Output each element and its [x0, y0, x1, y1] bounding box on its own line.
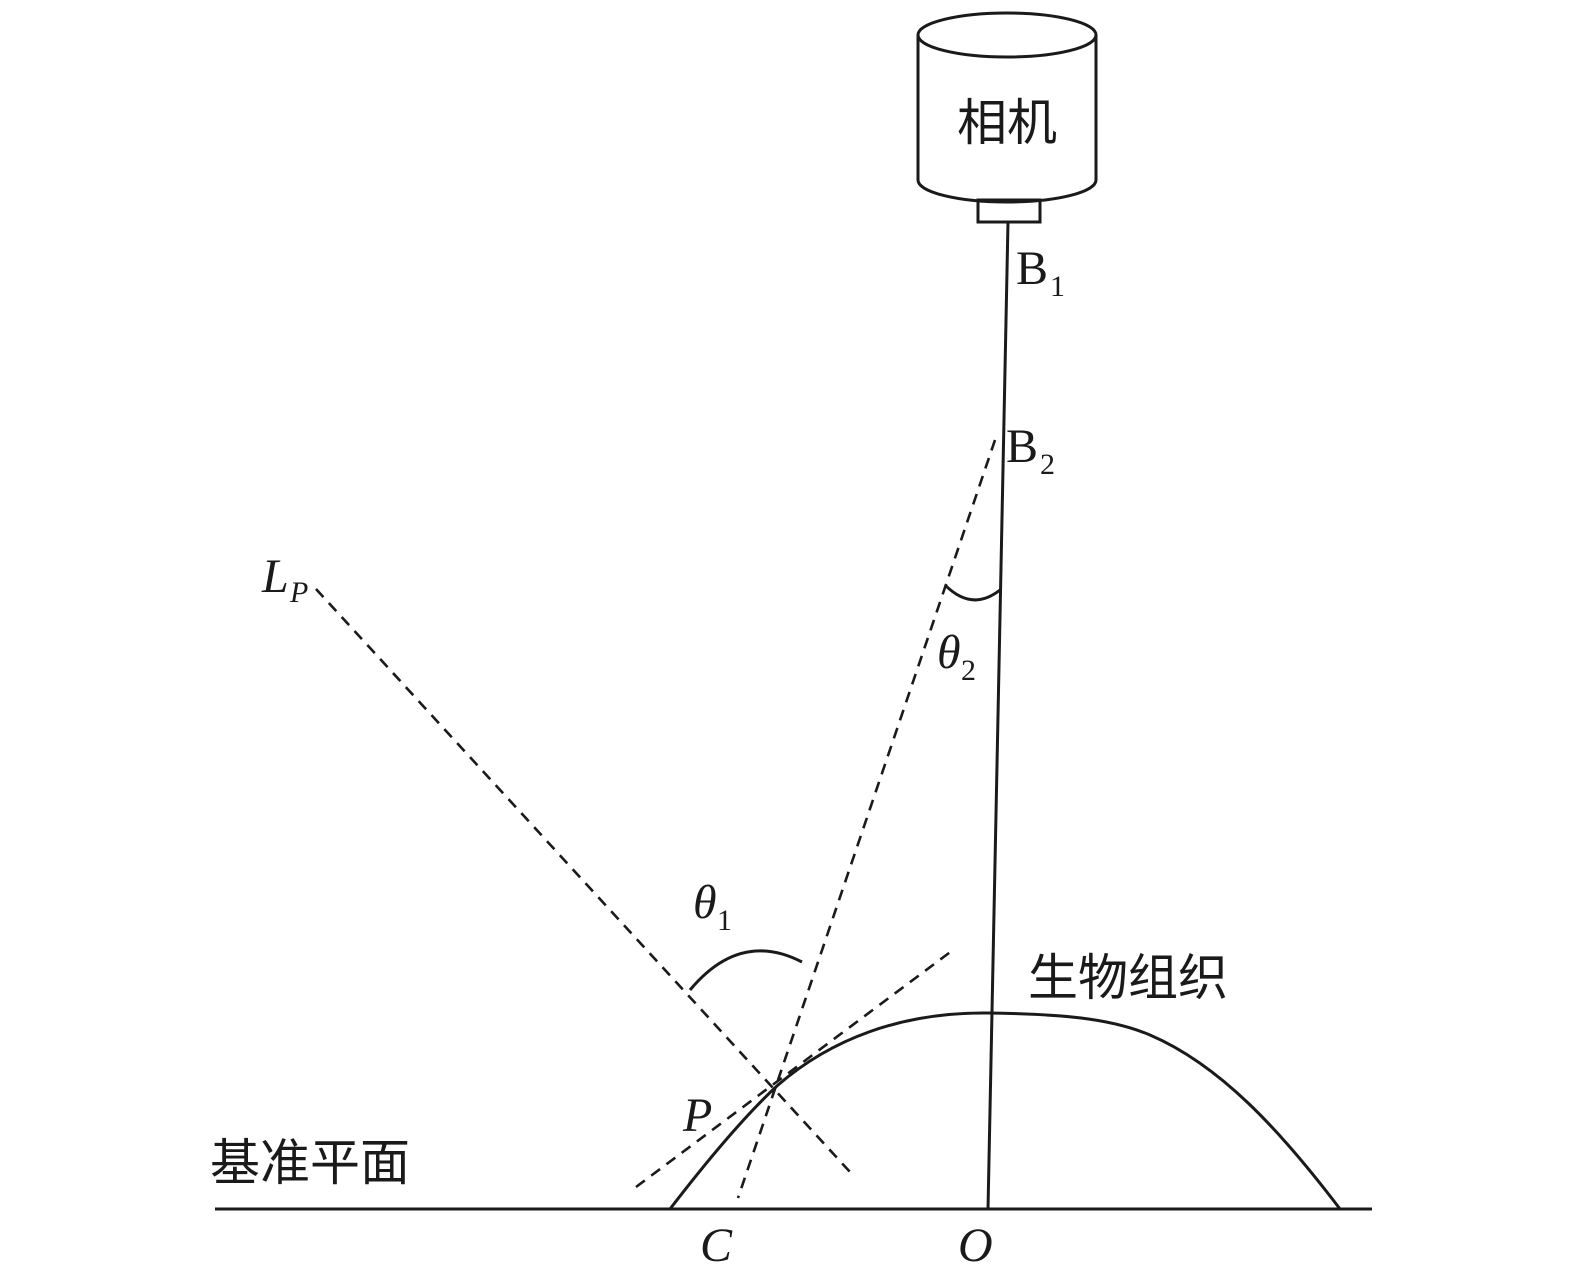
camera-lens: [976, 198, 1042, 224]
camera-axis-line: [986, 221, 1010, 1210]
svg-text:B: B: [1006, 420, 1038, 473]
svg-text:2: 2: [1040, 448, 1055, 481]
label-tissue: 生物组织: [1028, 949, 1228, 1007]
svg-text:2: 2: [961, 654, 976, 687]
label-theta2: θ 2: [937, 626, 976, 687]
svg-text:P: P: [289, 576, 308, 609]
camera-top: [916, 11, 1098, 59]
label-reference-plane: 基准平面: [210, 1134, 410, 1192]
svg-text:B: B: [1016, 242, 1048, 295]
svg-text:1: 1: [717, 904, 732, 937]
theta2-arc: [943, 583, 1001, 602]
tissue-curve: [668, 1011, 1342, 1210]
label-lp: L P: [261, 550, 308, 609]
theta1-arc: [688, 949, 803, 991]
label-b1: B 1: [1016, 242, 1065, 303]
svg-text:θ: θ: [693, 876, 717, 929]
label-o: O: [958, 1219, 993, 1272]
tangent-line-p: [635, 948, 954, 1189]
camera-label: 相机: [957, 94, 1057, 152]
label-b2: B 2: [1006, 420, 1055, 481]
svg-text:1: 1: [1050, 270, 1065, 303]
label-p: P: [682, 1089, 712, 1142]
camera-body: [916, 35, 1098, 204]
label-c: C: [700, 1219, 733, 1272]
svg-text:L: L: [261, 550, 289, 603]
label-theta1: θ 1: [693, 876, 732, 937]
camera: 相机: [916, 11, 1098, 224]
svg-text:θ: θ: [937, 626, 961, 679]
ray-b2-to-c: [736, 439, 997, 1199]
light-ray-lp: [315, 588, 851, 1173]
